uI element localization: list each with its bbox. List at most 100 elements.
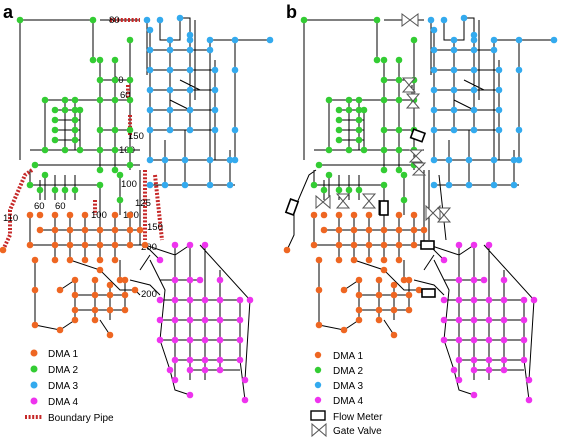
network-node bbox=[216, 366, 224, 374]
network-node bbox=[427, 16, 435, 24]
legend-label: DMA 2 bbox=[48, 365, 78, 376]
network-node bbox=[470, 106, 478, 114]
network-node bbox=[186, 356, 194, 364]
network-node bbox=[176, 14, 184, 22]
network-node bbox=[156, 336, 164, 344]
network-node bbox=[111, 166, 119, 174]
network-node bbox=[430, 86, 438, 94]
network-node bbox=[460, 14, 468, 22]
network-node bbox=[71, 316, 79, 324]
network-node bbox=[380, 56, 388, 64]
network-node bbox=[96, 241, 104, 249]
panel-b: b DMA 1 bbox=[283, 2, 558, 438]
network-node bbox=[430, 46, 438, 54]
network-node bbox=[51, 116, 59, 124]
network-node bbox=[26, 181, 34, 189]
network-node bbox=[206, 46, 214, 54]
network-node bbox=[380, 181, 388, 189]
network-node bbox=[26, 211, 34, 219]
network-node bbox=[71, 136, 79, 144]
network-node bbox=[186, 241, 194, 249]
network-node bbox=[146, 66, 154, 74]
network-node bbox=[315, 286, 323, 294]
network-node bbox=[355, 291, 363, 299]
network-node bbox=[395, 76, 403, 84]
network-node bbox=[186, 126, 194, 134]
network-node bbox=[186, 106, 194, 114]
network-node bbox=[111, 211, 119, 219]
network-node bbox=[111, 146, 119, 154]
network-node bbox=[420, 226, 428, 234]
network-node bbox=[116, 276, 124, 284]
flow-meter-icon bbox=[409, 128, 427, 143]
network-node bbox=[515, 66, 523, 74]
gate-valve-icon bbox=[411, 162, 427, 176]
network-node bbox=[470, 66, 478, 74]
legend-marker bbox=[314, 396, 322, 404]
network-node bbox=[335, 116, 343, 124]
network-node bbox=[373, 16, 381, 24]
network-node bbox=[16, 16, 24, 24]
network-node bbox=[76, 146, 84, 154]
network-node bbox=[41, 171, 49, 179]
network-node bbox=[91, 276, 99, 284]
legend-label: DMA 4 bbox=[333, 396, 363, 407]
network-node bbox=[156, 256, 164, 264]
network-node bbox=[161, 181, 169, 189]
network-node bbox=[520, 336, 528, 344]
network-node bbox=[335, 211, 343, 219]
network-node bbox=[455, 316, 463, 324]
flow-meter-icon bbox=[310, 410, 326, 421]
network-node bbox=[76, 106, 84, 114]
network-node bbox=[395, 96, 403, 104]
network-node bbox=[146, 86, 154, 94]
panel-b-legend: DMA 1 DMA 2 DMA 3 DMA 4 Flow Meter Gate … bbox=[310, 351, 383, 438]
network-node bbox=[146, 106, 154, 114]
network-node bbox=[495, 86, 503, 94]
diameter-label: 100 bbox=[121, 179, 137, 190]
network-node bbox=[171, 356, 179, 364]
network-node bbox=[266, 36, 274, 44]
network-node bbox=[380, 256, 388, 264]
network-node bbox=[500, 276, 508, 284]
network-node bbox=[89, 16, 97, 24]
network-node bbox=[31, 161, 39, 169]
gate-valve-icon bbox=[311, 422, 327, 438]
network-node bbox=[51, 211, 59, 219]
panel-b-flow-meters bbox=[284, 128, 436, 298]
network-node bbox=[415, 286, 423, 294]
network-node bbox=[455, 241, 463, 249]
legend-marker bbox=[30, 365, 38, 373]
network-node bbox=[355, 306, 363, 314]
legend-label: DMA 3 bbox=[333, 381, 363, 392]
network-node bbox=[146, 46, 154, 54]
network-node bbox=[131, 286, 139, 294]
network-node bbox=[335, 256, 343, 264]
network-node bbox=[440, 16, 448, 24]
network-node bbox=[71, 276, 79, 284]
network-node bbox=[395, 241, 403, 249]
network-node bbox=[325, 96, 333, 104]
network-node bbox=[186, 366, 194, 374]
network-node bbox=[136, 226, 144, 234]
network-node bbox=[206, 181, 214, 189]
network-node bbox=[500, 316, 508, 324]
diameter-label: 200 bbox=[141, 289, 157, 300]
network-node bbox=[96, 166, 104, 174]
legend-marker bbox=[30, 397, 38, 405]
network-node bbox=[241, 396, 249, 404]
network-node bbox=[390, 291, 398, 299]
network-node bbox=[0, 246, 7, 254]
network-node bbox=[380, 76, 388, 84]
network-node bbox=[71, 306, 79, 314]
network-node bbox=[91, 306, 99, 314]
network-node bbox=[410, 241, 418, 249]
network-node bbox=[71, 186, 79, 194]
flow-meter-icon bbox=[420, 240, 435, 250]
network-node bbox=[186, 316, 194, 324]
network-node bbox=[430, 26, 438, 34]
network-node bbox=[375, 316, 383, 324]
legend-label: DMA 3 bbox=[48, 381, 78, 392]
network-node bbox=[216, 356, 224, 364]
network-node bbox=[171, 276, 179, 284]
